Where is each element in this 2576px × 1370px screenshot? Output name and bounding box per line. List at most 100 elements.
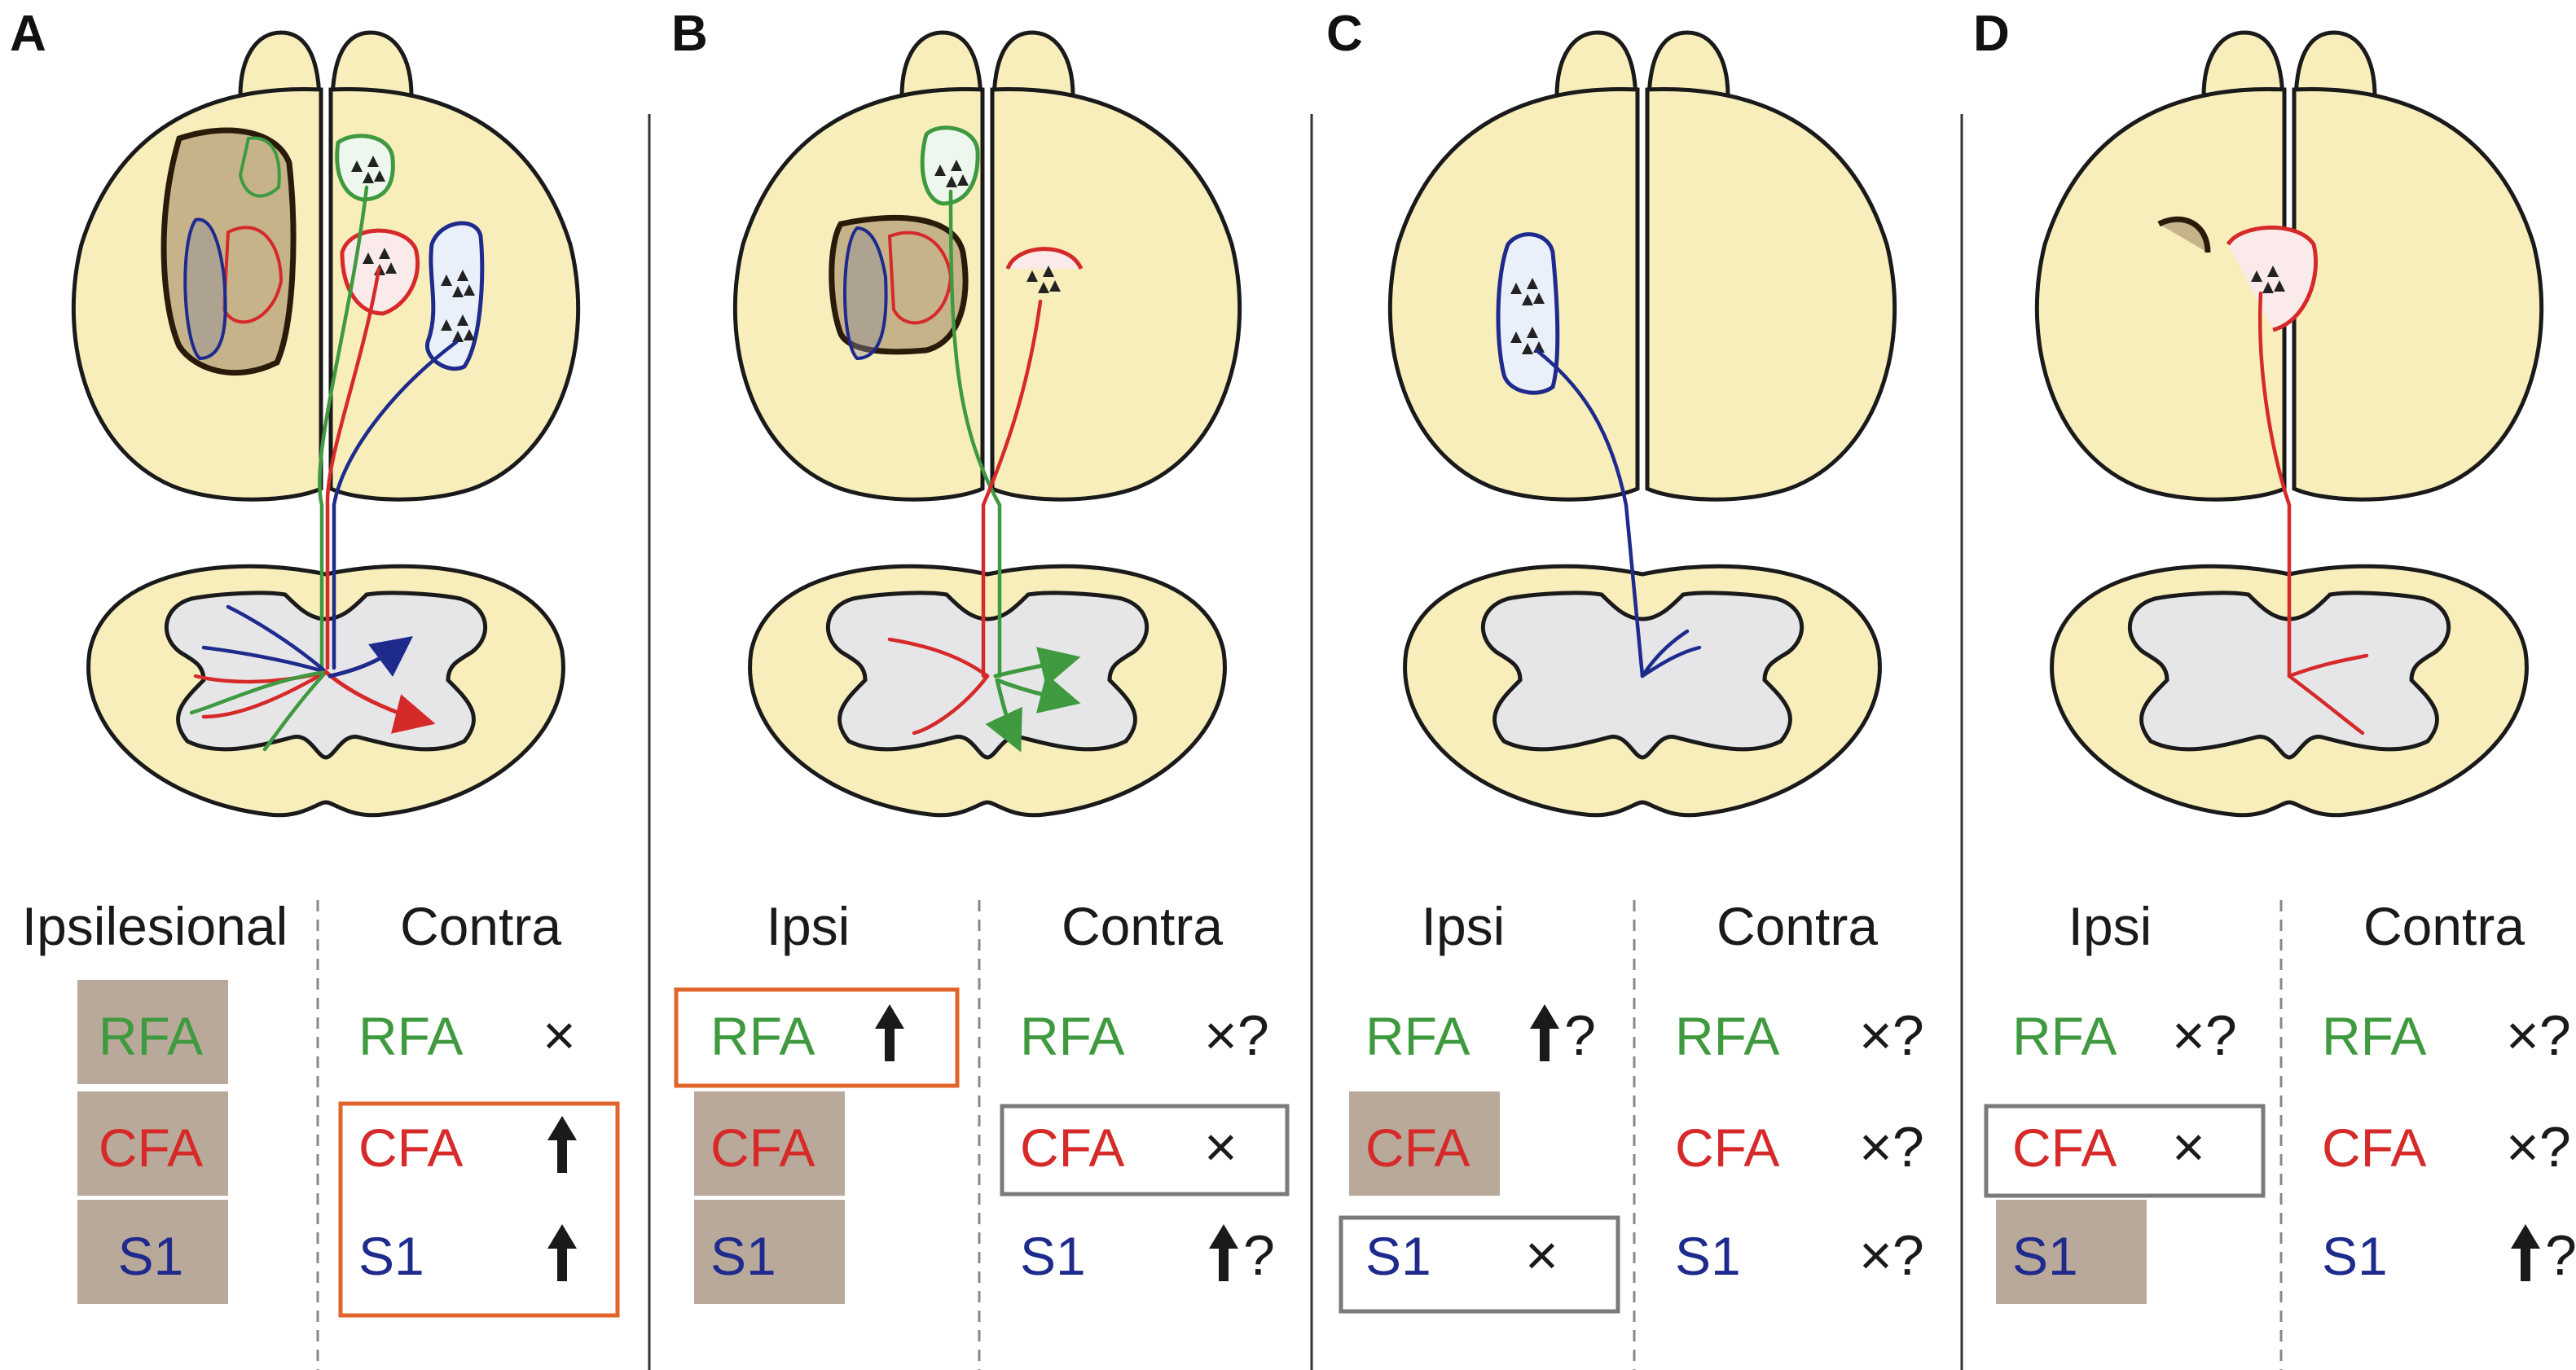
neuron-soma-marker	[1038, 282, 1049, 293]
neuron-soma-marker	[2267, 266, 2279, 277]
contra-s1-symbol: ×?	[1859, 1223, 1924, 1287]
rfa-branch	[189, 670, 328, 715]
lesion-box	[1349, 1091, 1500, 1196]
contra-cfa-symbol: ×?	[2506, 1115, 2571, 1179]
olfactory-bulb-left	[238, 30, 322, 100]
contra-rfa-symbol: ×?	[1204, 1003, 1269, 1067]
contra-cfa-label: CFA	[358, 1118, 463, 1178]
neuron-soma-marker	[457, 314, 468, 326]
ipsi-rfa-label: RFA	[99, 1006, 203, 1066]
rfa-contra-arrow	[985, 678, 1022, 753]
neuron-soma-marker	[2251, 270, 2262, 282]
contra-cfa-label: CFA	[2322, 1118, 2426, 1178]
neuron-soma-marker	[2262, 282, 2274, 293]
rfa-contra-arrow	[993, 647, 1081, 687]
cfa-branch	[2287, 653, 2369, 678]
up-arrow-icon	[547, 1116, 577, 1173]
olfactory-bulb-left	[899, 30, 983, 100]
contra-rfa-label: RFA	[1020, 1006, 1124, 1066]
highlight-box	[1339, 1215, 1620, 1314]
hemisphere-left	[732, 87, 985, 502]
up-arrow-icon	[547, 1224, 577, 1281]
s1-ipsi-region	[1496, 232, 1560, 395]
s1-tract	[1534, 348, 1645, 678]
contra-cfa-symbol: ×	[1204, 1115, 1237, 1179]
lesion-box	[77, 1091, 228, 1196]
ipsi-cfa-label: CFA	[99, 1118, 203, 1178]
ipsi-cfa-symbol: ×	[2172, 1115, 2205, 1179]
ipsi-rfa-symbol-suffix: ?	[1564, 1003, 1596, 1067]
ipsi-header: Ipsilesional	[22, 896, 288, 956]
ipsi-s1-label: S1	[118, 1226, 184, 1286]
up-arrow-icon	[1530, 1004, 1559, 1061]
neuron-soma-marker	[1522, 343, 1533, 354]
neuron-soma-marker	[452, 286, 464, 297]
lesion-box	[694, 1200, 845, 1304]
hemisphere-right	[990, 87, 1242, 502]
contra-rfa-label: RFA	[358, 1006, 463, 1066]
rfa-tract	[948, 189, 1002, 678]
ipsi-cfa-label: CFA	[710, 1118, 815, 1178]
neuron-soma-marker	[2274, 280, 2285, 292]
neuron-soma-marker	[363, 172, 374, 183]
neuron-soma-marker	[1510, 283, 1522, 294]
lesion-area	[2157, 216, 2211, 253]
s1-tract	[332, 340, 459, 670]
s1-branch	[201, 645, 328, 674]
neuron-soma-marker	[363, 252, 374, 264]
panel-letter: C	[1326, 6, 1363, 62]
neuron-soma-marker	[946, 176, 957, 187]
contra-s1-label: S1	[1675, 1226, 1741, 1286]
ipsi-header: Ipsi	[2068, 896, 2152, 956]
cfa-contra-arrow	[323, 670, 436, 734]
olfactory-bulb-left	[2201, 30, 2285, 100]
highlight-box	[338, 1101, 620, 1318]
s1-branch	[1640, 629, 1690, 678]
neuron-soma-marker	[379, 248, 390, 259]
neuron-soma-marker	[1043, 266, 1054, 277]
up-arrow-icon	[875, 1004, 904, 1061]
contra-cfa-label: CFA	[1020, 1118, 1124, 1178]
neuron-soma-marker	[385, 262, 397, 274]
hemisphere-right	[1645, 87, 1897, 502]
contra-s1-label: S1	[1020, 1226, 1086, 1286]
contra-header: Contra	[1717, 896, 1878, 956]
neuron-soma-marker	[1026, 270, 1038, 282]
neuron-soma-marker	[367, 156, 379, 167]
lesion-box	[77, 1200, 228, 1304]
s1-ipsi-outline	[843, 226, 888, 361]
ipsi-cfa-label: CFA	[2012, 1118, 2117, 1178]
neuron-soma-marker	[351, 160, 363, 172]
olfactory-bulb-right	[2293, 30, 2377, 100]
ipsi-cfa-label: CFA	[1365, 1118, 1470, 1178]
neuron-soma-marker	[441, 319, 452, 331]
s1-ipsi-outline	[183, 217, 227, 361]
neuron-soma-marker	[464, 284, 475, 296]
neuron-soma-marker	[1049, 280, 1061, 292]
ipsi-header: Ipsi	[1422, 896, 1506, 956]
lesion-box	[1996, 1200, 2147, 1304]
olfactory-bulb-right	[991, 30, 1075, 100]
contra-s1-symbol-suffix: ?	[1243, 1223, 1275, 1287]
neuron-soma-marker	[1522, 294, 1533, 305]
contra-s1-symbol-suffix: ?	[2545, 1223, 2576, 1287]
olfactory-bulb-left	[1554, 30, 1638, 100]
contra-rfa-label: RFA	[2322, 1006, 2426, 1066]
neuron-soma-marker	[452, 331, 464, 342]
ipsi-header: Ipsi	[767, 896, 851, 956]
ipsi-rfa-label: RFA	[2012, 1006, 2117, 1066]
highlight-box	[1984, 1104, 2266, 1198]
olfactory-bulb-right	[330, 30, 414, 100]
contra-header: Contra	[1062, 896, 1223, 956]
rfa-tract	[318, 185, 369, 670]
neuron-soma-marker	[951, 160, 962, 171]
rfa-contra-region	[335, 134, 395, 202]
neuron-soma-marker	[934, 165, 946, 176]
cfa-branch	[887, 637, 990, 678]
s1-contra-arrow	[327, 636, 414, 678]
neuron-soma-marker	[1510, 332, 1522, 343]
panel-letter: A	[10, 6, 46, 62]
rfa-ipsi-outline	[238, 136, 281, 198]
